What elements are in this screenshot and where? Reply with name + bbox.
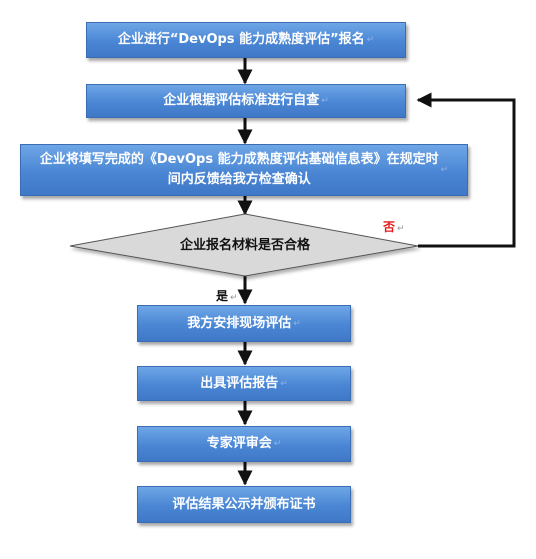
decision-diamond — [69, 213, 419, 277]
step-apply-text: 企业进行“DevOps 能力成熟度评估”报名 — [117, 32, 365, 47]
step-publish: 评估结果公示并颁布证书 — [137, 486, 351, 523]
step-report: 出具评估报告↵ — [137, 366, 351, 401]
step-report-text: 出具评估报告 — [200, 375, 279, 391]
step-submit-text: 企业将填写完成的《DevOps 能力成熟度评估基础信息表》在规定时 间内反馈给我… — [39, 152, 439, 187]
decision-text: 企业报名材料是否合格 — [179, 238, 310, 253]
no-label: 否↵ — [383, 220, 405, 234]
yes-label: 是↵ — [216, 289, 238, 303]
step-submit: 企业将填写完成的《DevOps 能力成熟度评估基础信息表》在规定时 间内反馈给我… — [20, 144, 468, 196]
step-publish-text: 评估结果公示并颁布证书 — [172, 496, 316, 512]
step-onsite: 我方安排现场评估↵ — [137, 305, 351, 342]
step-self-check-text: 企业根据评估标准进行自查 — [163, 93, 320, 108]
step-onsite-text: 我方安排现场评估 — [187, 315, 292, 331]
no-branch-loop-arrow — [416, 92, 516, 248]
step-apply: 企业进行“DevOps 能力成熟度评估”报名↵ — [86, 22, 406, 58]
step-review-text: 专家评审会 — [206, 436, 272, 451]
step-self-check: 企业根据评估标准进行自查↵ — [86, 84, 406, 118]
step-review: 专家评审会↵ — [137, 426, 351, 462]
